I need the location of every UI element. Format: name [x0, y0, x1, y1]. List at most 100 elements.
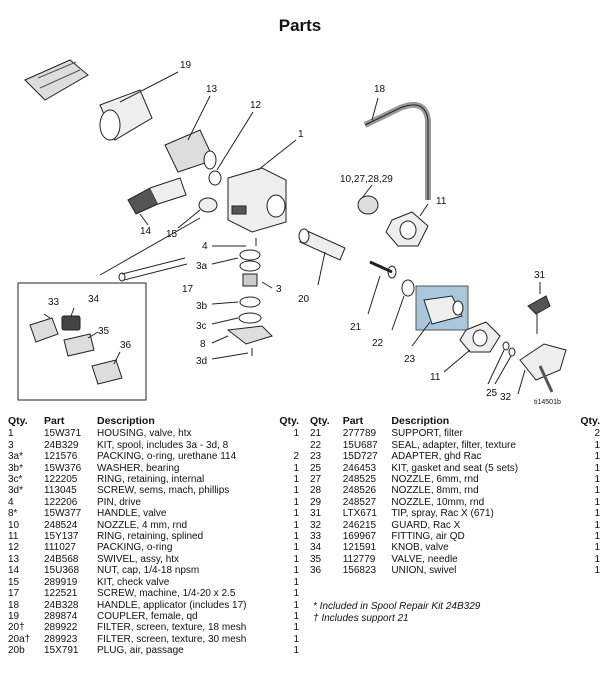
footnote-support: † Includes support 21	[313, 613, 409, 624]
ref-cell: 19	[8, 610, 20, 622]
callout-1: 1	[298, 129, 304, 140]
description-cell: RING, retaining, splined	[97, 531, 204, 543]
callout-17: 17	[182, 284, 194, 295]
spool-drawing	[211, 238, 273, 360]
part-cell: 15U687	[342, 439, 378, 451]
column-header: Part	[342, 415, 364, 427]
ref-cell: 10	[8, 519, 20, 531]
description-cell: HOUSING, valve, htx	[97, 428, 192, 440]
description-cell: SCREW, sems, mach, phillips	[97, 485, 230, 497]
description-cell: FITTING, air QD	[391, 531, 465, 543]
part-cell: 15W376	[44, 462, 82, 474]
part-cell: 169967	[342, 531, 377, 543]
part-cell: 121591	[342, 542, 377, 554]
ref-cell: 35	[310, 553, 322, 565]
callout-10-27-28-29: 10,27,28,29	[340, 174, 393, 185]
description-cell: COUPLER, female, qd	[97, 610, 198, 622]
ref-cell: 22	[310, 439, 322, 451]
qty-cell: 1	[293, 599, 299, 611]
qty-cell: 1	[594, 565, 600, 577]
description-cell: PIN, drive	[97, 496, 141, 508]
qty-cell: 1	[293, 565, 299, 577]
qty-cell: 1	[293, 428, 299, 440]
column-header: Qty.	[279, 415, 299, 427]
part-cell: 248527	[342, 496, 377, 508]
description-cell: HANDLE, valve	[97, 508, 167, 520]
qty-cell: 1	[293, 496, 299, 508]
ref-cell: 31	[310, 508, 322, 520]
part-cell: 122205	[44, 474, 78, 486]
ref-cell: 34	[310, 542, 322, 554]
ref-cell: 28	[310, 485, 322, 497]
description-cell: FILTER, screen, texture, 18 mesh	[97, 622, 247, 634]
part-cell: 15W377	[44, 508, 82, 520]
figure-id: ti14501b	[534, 399, 561, 406]
callout-12: 12	[250, 100, 262, 111]
column-header: Qty.	[8, 415, 28, 427]
callout-13: 13	[206, 84, 218, 95]
description-cell: HANDLE, applicator (includes 17)	[97, 599, 247, 611]
qty-cell: 1	[293, 645, 299, 657]
qty-cell: 1	[594, 462, 600, 474]
column-header: Description	[391, 415, 450, 427]
ref-cell: 20a†	[8, 633, 31, 645]
qty-cell: 1	[293, 474, 299, 486]
coupler-drawing	[24, 59, 179, 141]
qty-cell: 1	[293, 508, 299, 520]
qty-cell: 1	[594, 519, 600, 531]
retaining-ring-11-drawing	[385, 203, 429, 247]
ref-cell: 1	[8, 428, 14, 440]
ref-cell: 27	[310, 474, 322, 486]
description-cell: NOZZLE, 10mm, rnd	[391, 496, 485, 508]
footnote-spool-kit: * Included in Spool Repair Kit 24B329	[313, 601, 481, 612]
description-cell: UNION, swivel	[391, 565, 457, 577]
ref-cell: 20†	[8, 622, 25, 634]
ref-cell: 3b*	[8, 462, 24, 474]
qty-cell: 1	[594, 531, 600, 543]
callout-22: 22	[372, 338, 384, 349]
part-cell: 289922	[44, 622, 78, 634]
description-cell: NOZZLE, 6mm, rnd	[391, 474, 479, 486]
callout-15: 15	[166, 229, 178, 240]
part-cell: 122521	[44, 588, 78, 600]
callout-35: 35	[98, 326, 110, 337]
table-row: 20† 289922 FILTER, screen, texture, 18 mes…	[8, 622, 299, 633]
callout-14: 14	[140, 226, 152, 237]
part-cell: 15X791	[44, 645, 79, 657]
column-header: Qty.	[580, 415, 600, 427]
swivel-drawing	[164, 95, 217, 173]
callout-32: 32	[500, 392, 512, 403]
description-cell: KIT, spool, includes 3a - 3d, 8	[97, 439, 229, 451]
callout-21: 21	[350, 322, 362, 333]
callout-8: 8	[200, 339, 206, 350]
parts-diagram: 19 13 12 18 1 10,27,28,29 11 14 15 4 3a …	[17, 59, 567, 406]
part-cell: 121576	[44, 451, 78, 463]
ref-cell: 29	[310, 496, 322, 508]
qty-cell: 2	[594, 428, 600, 440]
description-cell: SEAL, adapter, filter, texture	[391, 439, 516, 451]
qty-cell: 1	[293, 610, 299, 622]
description-cell: KNOB, valve	[391, 542, 449, 554]
callout-19: 19	[180, 60, 192, 71]
qty-cell: 1	[293, 576, 299, 588]
description-cell: NOZZLE, 4 mm, rnd	[97, 519, 188, 531]
ref-cell: 4	[8, 496, 14, 508]
callout-20: 20	[298, 294, 310, 305]
callout-33: 33	[48, 297, 60, 308]
cap-nut-drawing	[127, 177, 218, 229]
